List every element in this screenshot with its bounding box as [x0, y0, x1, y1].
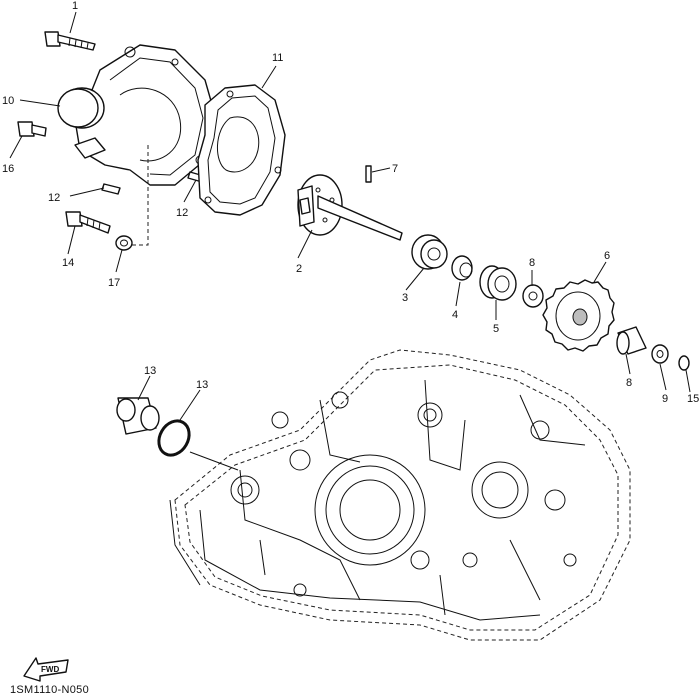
callout-2: 3	[402, 292, 408, 304]
callout-labels: 1 10 16 12 12 14 17 11 2 7 3 4 5 8 6 8 9…	[2, 0, 699, 405]
callout-8-upper: 8	[529, 257, 535, 269]
callout-13-lower: 14	[62, 257, 74, 269]
bolt-14	[17, 121, 47, 137]
callout-3: 4	[452, 309, 458, 321]
callout-6: 7	[392, 163, 398, 175]
callout-4: 5	[493, 323, 499, 335]
housing-guide-line	[125, 145, 149, 246]
forward-label: FWD	[41, 665, 59, 674]
callout-15: 17	[108, 277, 120, 289]
callout-9: 15	[687, 393, 699, 405]
callout-12-right: 12	[176, 207, 188, 219]
o-ring-17	[157, 419, 191, 457]
circlip-9	[678, 355, 690, 371]
callout-1: 2	[296, 263, 302, 275]
callout-11: 11	[272, 52, 283, 64]
callout-5: 6	[604, 250, 610, 262]
bolt-13-upper	[44, 31, 96, 51]
gasket-11	[197, 84, 286, 216]
o-ring-10	[57, 88, 99, 128]
leader-lines	[9, 11, 691, 421]
impeller-drive-gear-5	[542, 279, 615, 352]
forward-arrow-icon	[23, 657, 69, 682]
callout-17: 13	[196, 379, 208, 391]
callout-13-upper: 1	[72, 0, 78, 12]
callout-12-left: 12	[48, 192, 60, 204]
impeller-shaft-1	[297, 174, 403, 241]
bearing-4	[479, 265, 517, 301]
washer-8-lower	[651, 344, 669, 364]
collar-7	[616, 326, 647, 355]
crankcase	[169, 349, 631, 641]
forward-arrow-badge: FWD	[23, 657, 69, 682]
collar-guide-line	[189, 451, 239, 471]
pin-6	[365, 165, 372, 183]
washer-8-upper	[522, 284, 544, 308]
dowel-pin-12-left	[101, 183, 121, 195]
callout-16: 13	[144, 365, 156, 377]
oil-seal-2	[411, 234, 448, 270]
oil-seal-3	[451, 255, 473, 281]
callout-10: 10	[2, 95, 14, 107]
callout-8-lower: 9	[662, 393, 668, 405]
catalog-code: 1SM1110-N050	[10, 684, 90, 696]
callout-7: 8	[626, 377, 632, 389]
callout-14: 16	[2, 163, 14, 175]
bolt-13-lower	[65, 211, 111, 234]
collar-16	[116, 397, 160, 435]
washer-15	[115, 235, 133, 251]
